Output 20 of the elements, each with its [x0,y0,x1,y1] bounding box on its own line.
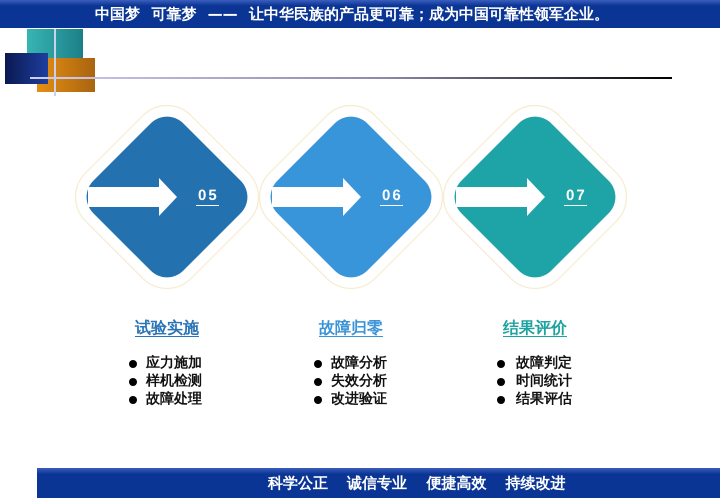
step-heading: 结果评价 [503,318,567,338]
step-heading: 故障归零 [319,318,383,338]
header-slogan: 中国梦 可靠梦 —— 让中华民族的产品更可靠；成为中国可靠性领军企业。 [95,5,609,23]
list-item: 改进验证 [331,391,387,408]
list-item: 故障判定 [516,355,572,372]
footer-slogan: 科学公正 诚信专业 便捷高效 持续改进 [268,474,566,492]
step-number: 06 [380,187,403,206]
step-diamond [258,104,444,290]
step-number: 05 [196,187,219,206]
list-item: 失效分析 [331,373,387,390]
step-heading: 试验实施 [135,318,199,338]
step-diamond [442,104,628,290]
step-diamond [74,104,260,290]
list-item: 时间统计 [516,373,572,390]
list-item: 故障分析 [331,355,387,372]
list-item: 样机检测 [146,373,202,390]
step-number: 07 [564,187,587,206]
list-item: 应力施加 [146,355,202,372]
list-item: 故障处理 [146,391,202,408]
list-item: 结果评估 [516,391,572,408]
